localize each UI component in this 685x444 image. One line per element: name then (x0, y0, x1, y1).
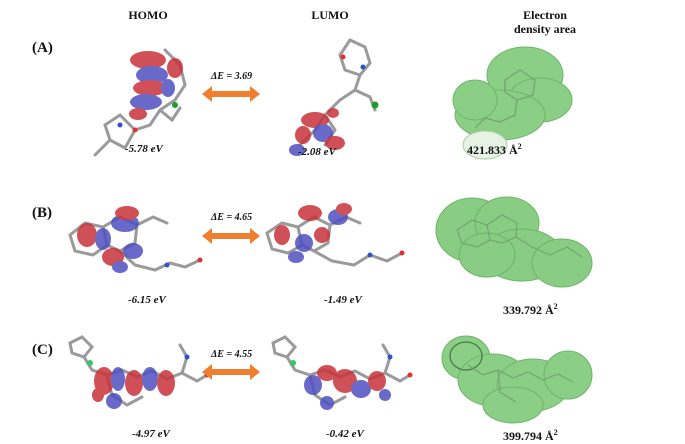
homo-energy-a: -5.78 eV (125, 143, 163, 155)
panel-label-b: (B) (32, 205, 52, 221)
lumo-energy-c: -0.42 eV (326, 428, 364, 440)
header-electron-line1: Electron (523, 8, 567, 22)
header-lumo: LUMO (311, 8, 349, 22)
lumo-orbital-c (271, 335, 413, 410)
lumo-energy-a: -2.08 eV (298, 146, 336, 158)
panel-label-a: (A) (32, 40, 53, 56)
homo-orbital-a (93, 48, 187, 157)
delta-e-a: ΔE = 3.69 (211, 71, 253, 82)
gap-arrow-a (202, 86, 260, 102)
gap-arrow-b (202, 228, 260, 244)
header-homo: HOMO (128, 8, 168, 22)
electron-density-surface-c (441, 335, 593, 424)
density-area-a: 421.833 Å2 (467, 142, 522, 157)
panel-label-c: (C) (32, 342, 53, 358)
homo-orbital-b (68, 206, 203, 273)
electron-density-surface-b (435, 196, 593, 288)
delta-e-b: ΔE = 4.65 (211, 212, 253, 223)
electron-density-surface-a (452, 46, 573, 160)
homo-energy-b: -6.15 eV (128, 294, 166, 306)
header-electron-line2: density area (513, 22, 577, 36)
gap-arrow-c (202, 364, 260, 380)
density-area-c: 399.794 Å2 (503, 428, 558, 443)
homo-energy-c: -4.97 eV (132, 428, 170, 440)
header-electron-density: Electron density area (490, 8, 600, 36)
lumo-orbital-b (265, 203, 405, 267)
lumo-energy-b: -1.49 eV (324, 294, 362, 306)
lumo-orbital-a (289, 38, 379, 156)
density-area-b: 339.792 Å2 (503, 302, 558, 317)
homo-orbital-c (68, 335, 210, 409)
delta-e-c: ΔE = 4.55 (211, 349, 253, 360)
